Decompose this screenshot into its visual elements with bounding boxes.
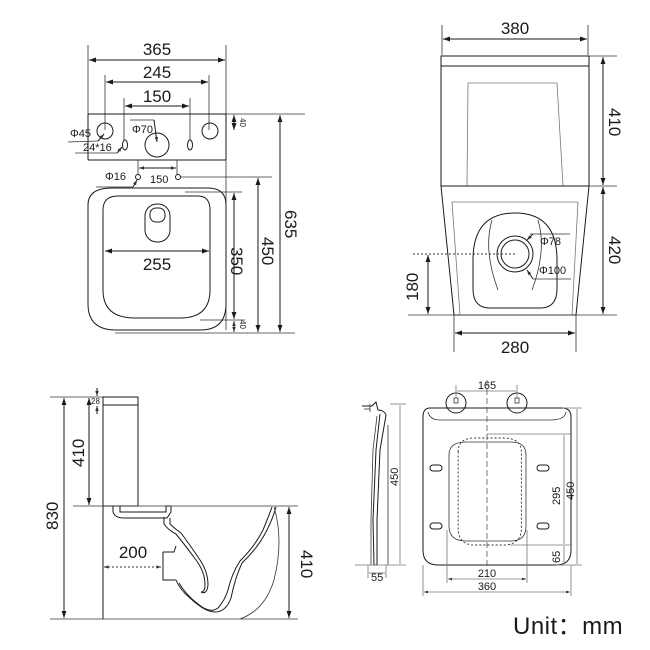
dim-40-top: 40 <box>238 118 247 127</box>
bowl-opening <box>144 203 171 243</box>
dim-830-label: 830 <box>43 502 62 530</box>
unit-label: Unit：mm <box>513 613 624 640</box>
dim-245-label: 245 <box>143 63 171 82</box>
dim-350-label: 350 <box>227 247 246 275</box>
tank-outline <box>87 113 227 161</box>
dim-55-label: 55 <box>371 572 383 584</box>
bowl-outline <box>87 187 227 331</box>
dim-150-label: 150 <box>143 87 171 106</box>
phi78-label: Φ78 <box>540 236 561 248</box>
dim-410-front: 410 <box>605 108 624 136</box>
hole-45-right <box>201 122 219 140</box>
top-view: 365 245 150 Φ45 24*16 Φ70 40 150 <box>67 40 305 334</box>
bowl-inner <box>102 195 211 319</box>
dim-28-label: 28 <box>91 397 100 406</box>
dim-365-label: 365 <box>143 40 171 59</box>
tank-front <box>440 55 590 187</box>
dim-420-label: 420 <box>605 236 624 264</box>
dim-280-label: 280 <box>501 338 529 357</box>
seat-hole-spacing-label: 150 <box>150 174 168 186</box>
dim-40-bottom: 40 <box>238 320 247 329</box>
phi70-label: Φ70 <box>132 124 153 136</box>
bowl-front <box>440 185 590 316</box>
dim-410-side-bowl: 410 <box>297 550 316 578</box>
dim-180-label: 180 <box>403 273 422 301</box>
dim-295-label: 295 <box>551 487 563 505</box>
dim-210-label: 210 <box>478 568 496 580</box>
dim-450-label: 450 <box>258 237 277 265</box>
slot-label: 24*16 <box>83 142 112 154</box>
dim-380-label: 380 <box>501 19 529 38</box>
phi45-label: Φ45 <box>70 128 91 140</box>
seat-view: 450 55 165 295 65 450 2 <box>355 380 582 596</box>
dim-635-label: 635 <box>281 210 300 238</box>
dim-200-label: 200 <box>119 543 147 562</box>
phi100-label: Φ100 <box>539 265 566 277</box>
front-view: 380 Φ78 Φ100 410 420 180 280 <box>403 19 624 357</box>
phi16-label: Φ16 <box>105 171 126 183</box>
dim-255-label: 255 <box>143 255 171 274</box>
seat-opening <box>457 437 522 546</box>
dim-360-label: 360 <box>478 581 496 593</box>
dim-410-side-tank: 410 <box>69 439 88 467</box>
seat-outline <box>422 407 572 566</box>
dim-450-seat-label: 450 <box>565 482 577 500</box>
side-view: 28 410 830 200 410 <box>43 388 316 620</box>
hole-70 <box>144 132 170 158</box>
dim-450-seat-side: 450 <box>389 468 401 486</box>
dim-65-label: 65 <box>551 551 563 563</box>
hole-45-left <box>96 122 114 140</box>
tank-side <box>102 396 139 507</box>
